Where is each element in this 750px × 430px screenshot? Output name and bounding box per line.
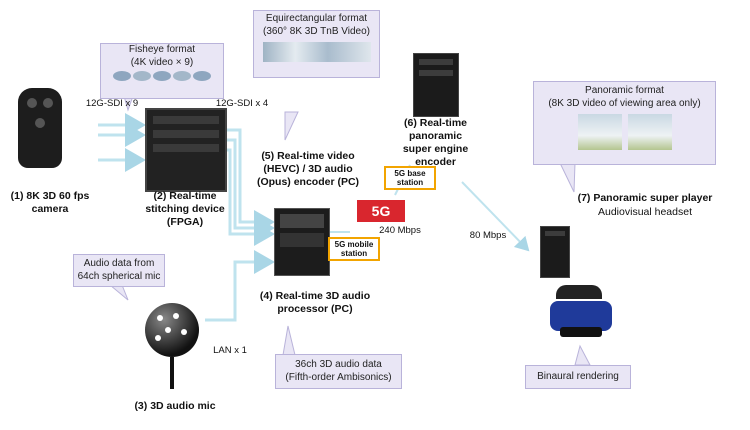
ambisonics-line2: (Fifth-order Ambisonics) <box>285 371 392 383</box>
super-engine-label: (6) Real-time panoramic super engine enc… <box>402 117 469 169</box>
sdi4-label: 12G-SDI x 4 <box>215 98 269 109</box>
equirect-sub: (360° 8K 3D TnB Video) <box>262 25 371 37</box>
player-pc-image <box>540 226 570 278</box>
stitching-label: (2) Real-time stitching device (FPGA) <box>145 190 225 229</box>
equirect-tail <box>284 111 299 141</box>
5g-mobile-station: 5G mobile station <box>328 237 380 262</box>
equirect-callout: Equirectangular format (360° 8K 3D TnB V… <box>253 10 380 78</box>
5g-base-station: 5G base station <box>384 166 436 191</box>
player-title: (7) Panoramic super player <box>577 192 713 204</box>
fisheye-callout: Fisheye format (4K video × 9) <box>100 43 224 99</box>
mic-stand <box>170 357 174 389</box>
fisheye-sub: (4K video × 9) <box>130 56 194 68</box>
sdi9-label: 12G-SDI x 9 <box>85 98 139 109</box>
5g-logo: 5G <box>357 200 405 222</box>
link-80 <box>461 181 530 252</box>
fisheye-title: Fisheye format <box>128 44 196 55</box>
vr-headset-image <box>548 285 618 340</box>
ambisonics-tail <box>282 325 296 356</box>
audio-callout: Audio data from 64ch spherical mic <box>73 254 165 287</box>
super-engine-server-image <box>413 53 459 117</box>
player-subtitle: Audiovisual headset <box>598 206 692 218</box>
rate-240-label: 240 Mbps <box>379 225 421 236</box>
equirect-title: Equirectangular format <box>265 13 368 24</box>
rate-80-label: 80 Mbps <box>469 230 507 241</box>
binaural-callout: Binaural rendering <box>525 365 631 389</box>
5g-logo-text: 5G <box>371 203 391 219</box>
audio-processor-image <box>274 208 330 276</box>
sdi4-link <box>225 148 275 246</box>
sdi4-link <box>225 138 275 240</box>
lan-link <box>205 250 275 322</box>
binaural-tail <box>574 344 591 366</box>
audio-tail <box>108 284 129 301</box>
panoramic-callout: Panoramic format (8K 3D video of viewing… <box>533 81 716 165</box>
panoramic-tail <box>559 162 576 193</box>
stitching-device-image <box>145 108 227 192</box>
camera-image <box>18 88 62 168</box>
binaural-label: Binaural rendering <box>537 371 619 382</box>
encoder-label: (5) Real-time video (HEVC) / 3D audio (O… <box>256 150 360 189</box>
panoramic-thumbnails <box>534 114 715 150</box>
ambisonics-callout: 36ch 3D audio data (Fifth-order Ambisoni… <box>275 354 402 389</box>
spherical-mic-image <box>145 303 199 357</box>
audio-line1: Audio data from <box>83 258 155 269</box>
audio-processor-label: (4) Real-time 3D audio processor (PC) <box>259 290 371 316</box>
panoramic-sub: (8K 3D video of viewing area only) <box>548 97 701 109</box>
camera-label: (1) 8K 3D 60 fps camera <box>10 190 90 216</box>
lan-label: LAN x 1 <box>213 345 247 356</box>
panoramic-title: Panoramic format <box>585 85 664 96</box>
mic-label: (3) 3D audio mic <box>134 400 216 412</box>
audio-line2: 64ch spherical mic <box>77 270 161 282</box>
ambisonics-line1: 36ch 3D audio data <box>295 359 382 370</box>
equirect-thumbnail <box>262 42 371 62</box>
fisheye-thumbnails <box>101 71 223 81</box>
